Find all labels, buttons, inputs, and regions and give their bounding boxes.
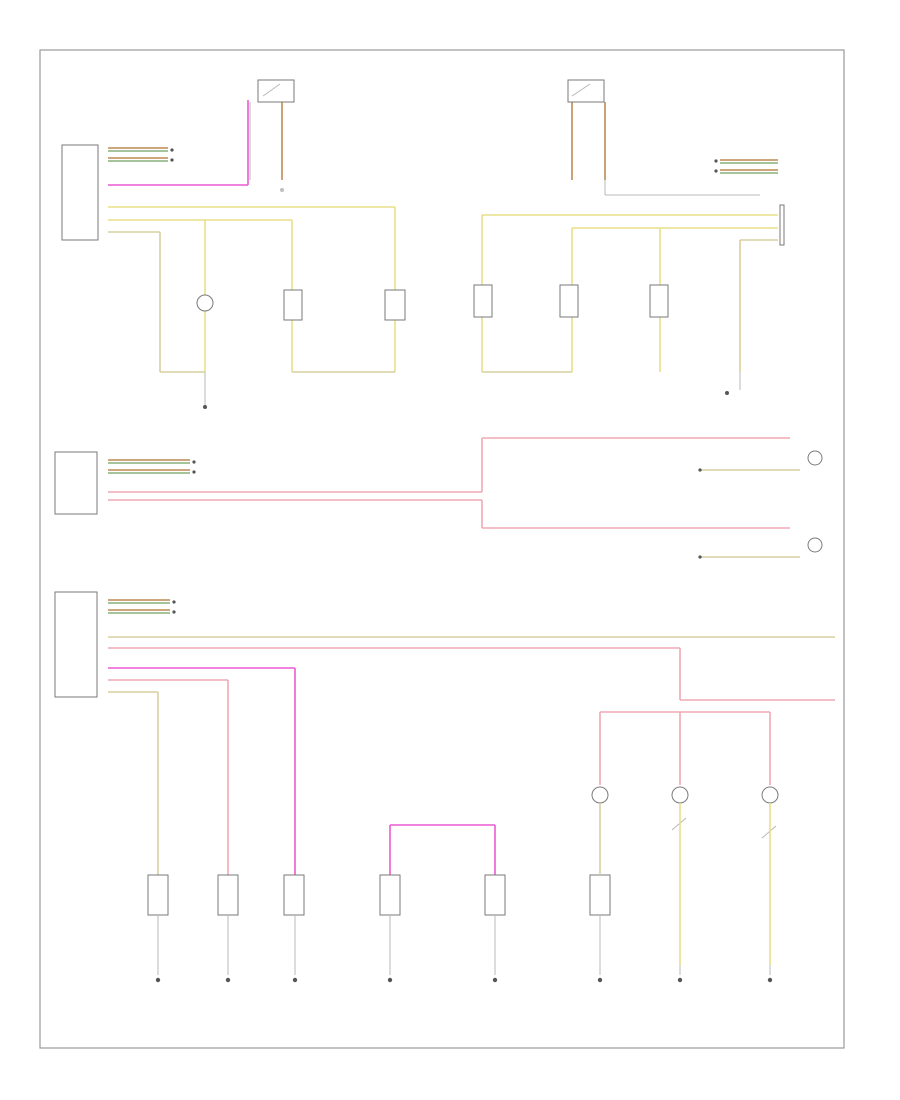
lamp-icon bbox=[196, 294, 214, 312]
switch-top-left bbox=[249, 79, 295, 192]
lamp-icon bbox=[671, 786, 689, 804]
lamp-icon bbox=[283, 874, 305, 916]
lamp-icon bbox=[217, 874, 239, 916]
ground-icon bbox=[203, 405, 207, 409]
switch-icon bbox=[262, 83, 281, 97]
ground-icon bbox=[698, 468, 702, 472]
connector-icon bbox=[714, 169, 718, 173]
ground-icon bbox=[677, 977, 683, 983]
lamp-icon bbox=[379, 874, 401, 916]
ground-icon bbox=[492, 977, 498, 983]
connector-icon bbox=[170, 158, 174, 162]
ground-icon bbox=[387, 977, 393, 983]
module-bottom-left bbox=[54, 591, 98, 698]
ground-icon bbox=[597, 977, 603, 983]
middle-section bbox=[54, 437, 823, 559]
connector-icon bbox=[192, 460, 196, 464]
connector-icon bbox=[170, 148, 174, 152]
lamp-icon bbox=[473, 284, 493, 318]
switch-top-right bbox=[567, 79, 760, 196]
bottom-section bbox=[54, 591, 835, 983]
bottom-grounds bbox=[155, 915, 773, 983]
lamp-icon bbox=[807, 537, 823, 553]
connector-icon bbox=[172, 610, 176, 614]
lamp-icon bbox=[384, 289, 406, 321]
lamp-icon bbox=[761, 786, 779, 804]
connector-icon bbox=[172, 600, 176, 604]
module-top-right bbox=[779, 204, 785, 246]
module-top-left-pins bbox=[108, 100, 395, 233]
ground-icon bbox=[225, 977, 231, 983]
ground-icon bbox=[155, 977, 161, 983]
connector-icon bbox=[192, 470, 196, 474]
switch-icon bbox=[761, 825, 777, 839]
lamp-icon bbox=[649, 284, 669, 318]
module-middle-left bbox=[54, 451, 98, 515]
lamp-icon bbox=[484, 874, 506, 916]
lamp-icon bbox=[589, 874, 611, 916]
lamp-icon bbox=[807, 450, 823, 466]
ground-icon bbox=[767, 977, 773, 983]
diagram-frame bbox=[39, 49, 845, 1049]
lamp-icon bbox=[283, 289, 303, 321]
ground-icon bbox=[698, 555, 702, 559]
lamp-icon bbox=[559, 284, 579, 318]
switch-icon bbox=[571, 83, 591, 97]
connector-icon bbox=[714, 159, 718, 163]
splice-icon bbox=[280, 188, 284, 192]
ground-icon bbox=[292, 977, 298, 983]
top-left-lamps bbox=[159, 207, 406, 409]
ground-icon bbox=[725, 391, 729, 395]
top-section bbox=[61, 79, 785, 409]
lamp-icon bbox=[147, 874, 169, 916]
lamp-icon bbox=[591, 786, 609, 804]
module-top-left bbox=[61, 144, 99, 241]
module-top-right-pins bbox=[482, 159, 778, 241]
switch-icon bbox=[671, 817, 687, 831]
top-right-lamps bbox=[473, 215, 741, 395]
